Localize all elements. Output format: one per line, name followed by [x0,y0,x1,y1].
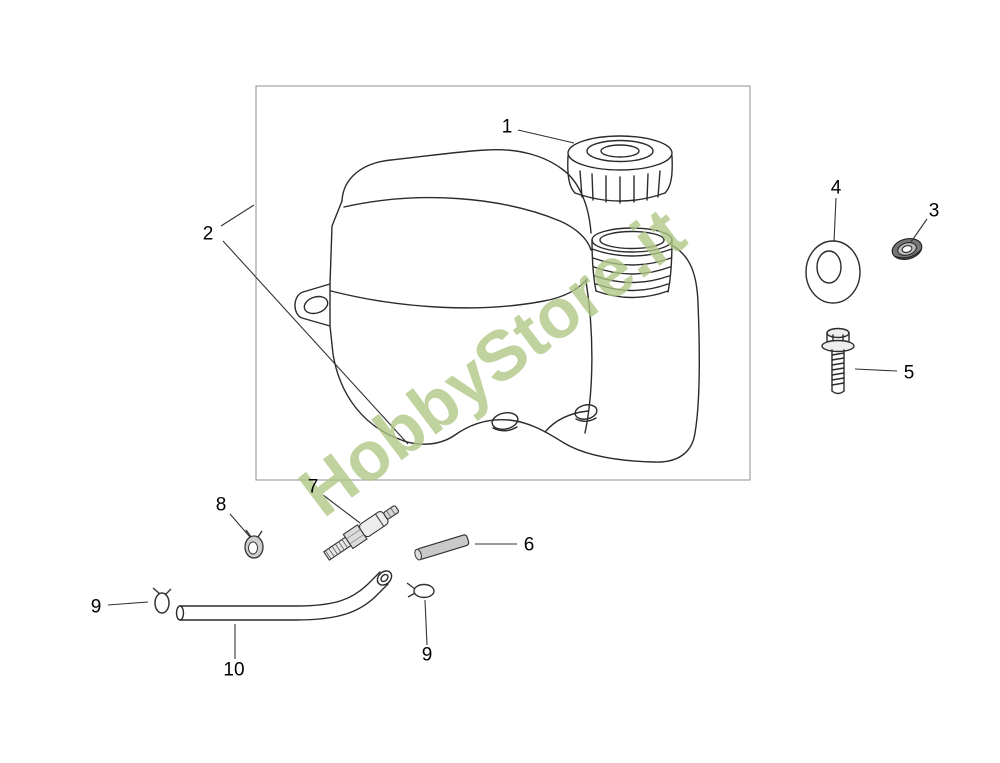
hose-clamp-left-drawing [152,587,172,614]
pin-drawing [414,534,470,561]
tank-neck-drawing [591,227,673,299]
callout-label-3: 3 [929,201,940,222]
nut-drawing [891,237,923,261]
leader-1 [517,129,575,144]
hose-clamp-right-drawing [406,582,435,599]
callout-label-8: 8 [216,495,227,516]
callout-label-7: 7 [308,477,319,498]
bottom-tab-hole-left [491,412,519,430]
fuel-cap-drawing [567,135,673,204]
callout-label-10: 10 [223,660,244,681]
small-clamp-drawing [244,529,264,559]
leader-lines [107,129,928,659]
fitting-drawing [322,505,400,561]
assembly-boundary-box [255,85,751,481]
leader-8 [229,513,251,538]
callout-label-6: 6 [524,535,535,556]
callout-label-9a: 9 [91,597,102,618]
washer-drawing [805,240,861,304]
callout-label-2: 2 [203,224,214,245]
leader-4 [833,197,837,243]
leader-2a [220,204,255,227]
bracket-hole [303,295,329,315]
leader-9b [424,599,428,646]
callout-label-5: 5 [904,363,915,384]
leader-5 [854,368,898,372]
leader-9a [107,601,149,606]
bottom-tab-hole-right [574,404,598,420]
callout-label-9b: 9 [422,645,433,666]
leader-7 [322,494,361,524]
leader-2b [222,240,409,445]
fuel-tank-drawing [294,148,700,463]
fuel-hose-drawing [175,570,393,621]
bolt-drawing [821,327,855,395]
callout-label-4: 4 [831,178,842,199]
leader-3 [910,218,928,243]
callout-label-1: 1 [502,117,513,138]
